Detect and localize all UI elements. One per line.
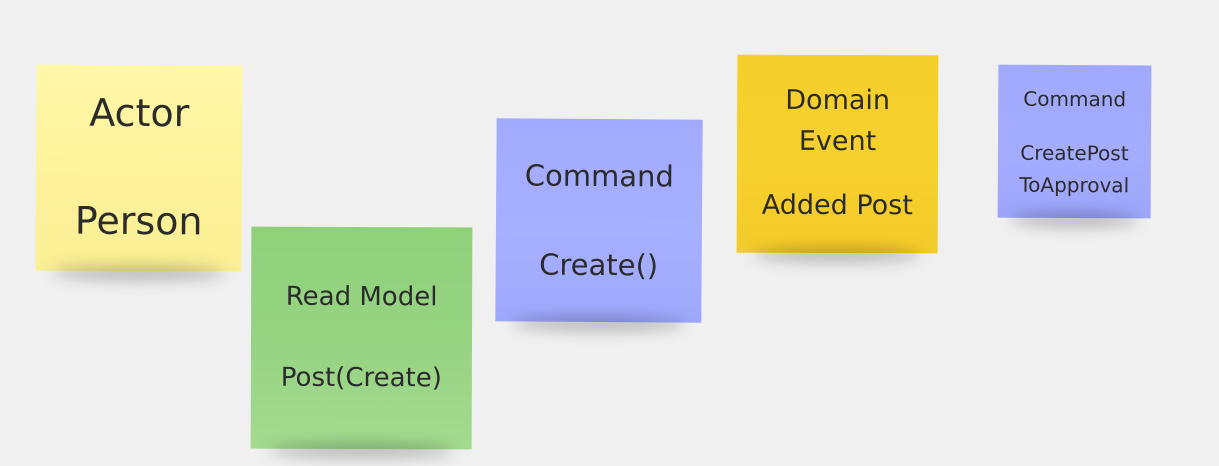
- note-type-label-line-2: Event: [798, 125, 877, 157]
- note-value-label-line-1: CreatePost: [1020, 140, 1129, 165]
- sticky-note-domain-event[interactable]: Domain Event Added Post: [736, 54, 939, 254]
- note-type-label: Command: [1023, 86, 1127, 111]
- sticky-note-actor[interactable]: Actor Person: [35, 64, 243, 272]
- note-value-label: Post(Create): [280, 362, 442, 394]
- sticky-note-command-small[interactable]: Command CreatePost ToApproval: [997, 64, 1152, 219]
- sticky-note-command[interactable]: Command Create(): [495, 118, 703, 323]
- note-value-label: Create(): [539, 247, 659, 282]
- note-value-label: Person: [74, 198, 203, 244]
- note-type-label: Actor: [89, 91, 190, 136]
- note-type-label: Read Model: [285, 281, 438, 313]
- sticky-note-read-model[interactable]: Read Model Post(Create): [250, 226, 473, 450]
- note-type-label: Command: [524, 158, 674, 194]
- note-value-label: Added Post: [761, 189, 913, 222]
- note-value-label-line-2: ToApproval: [1019, 172, 1130, 197]
- note-type-label-line-1: Domain: [785, 85, 891, 117]
